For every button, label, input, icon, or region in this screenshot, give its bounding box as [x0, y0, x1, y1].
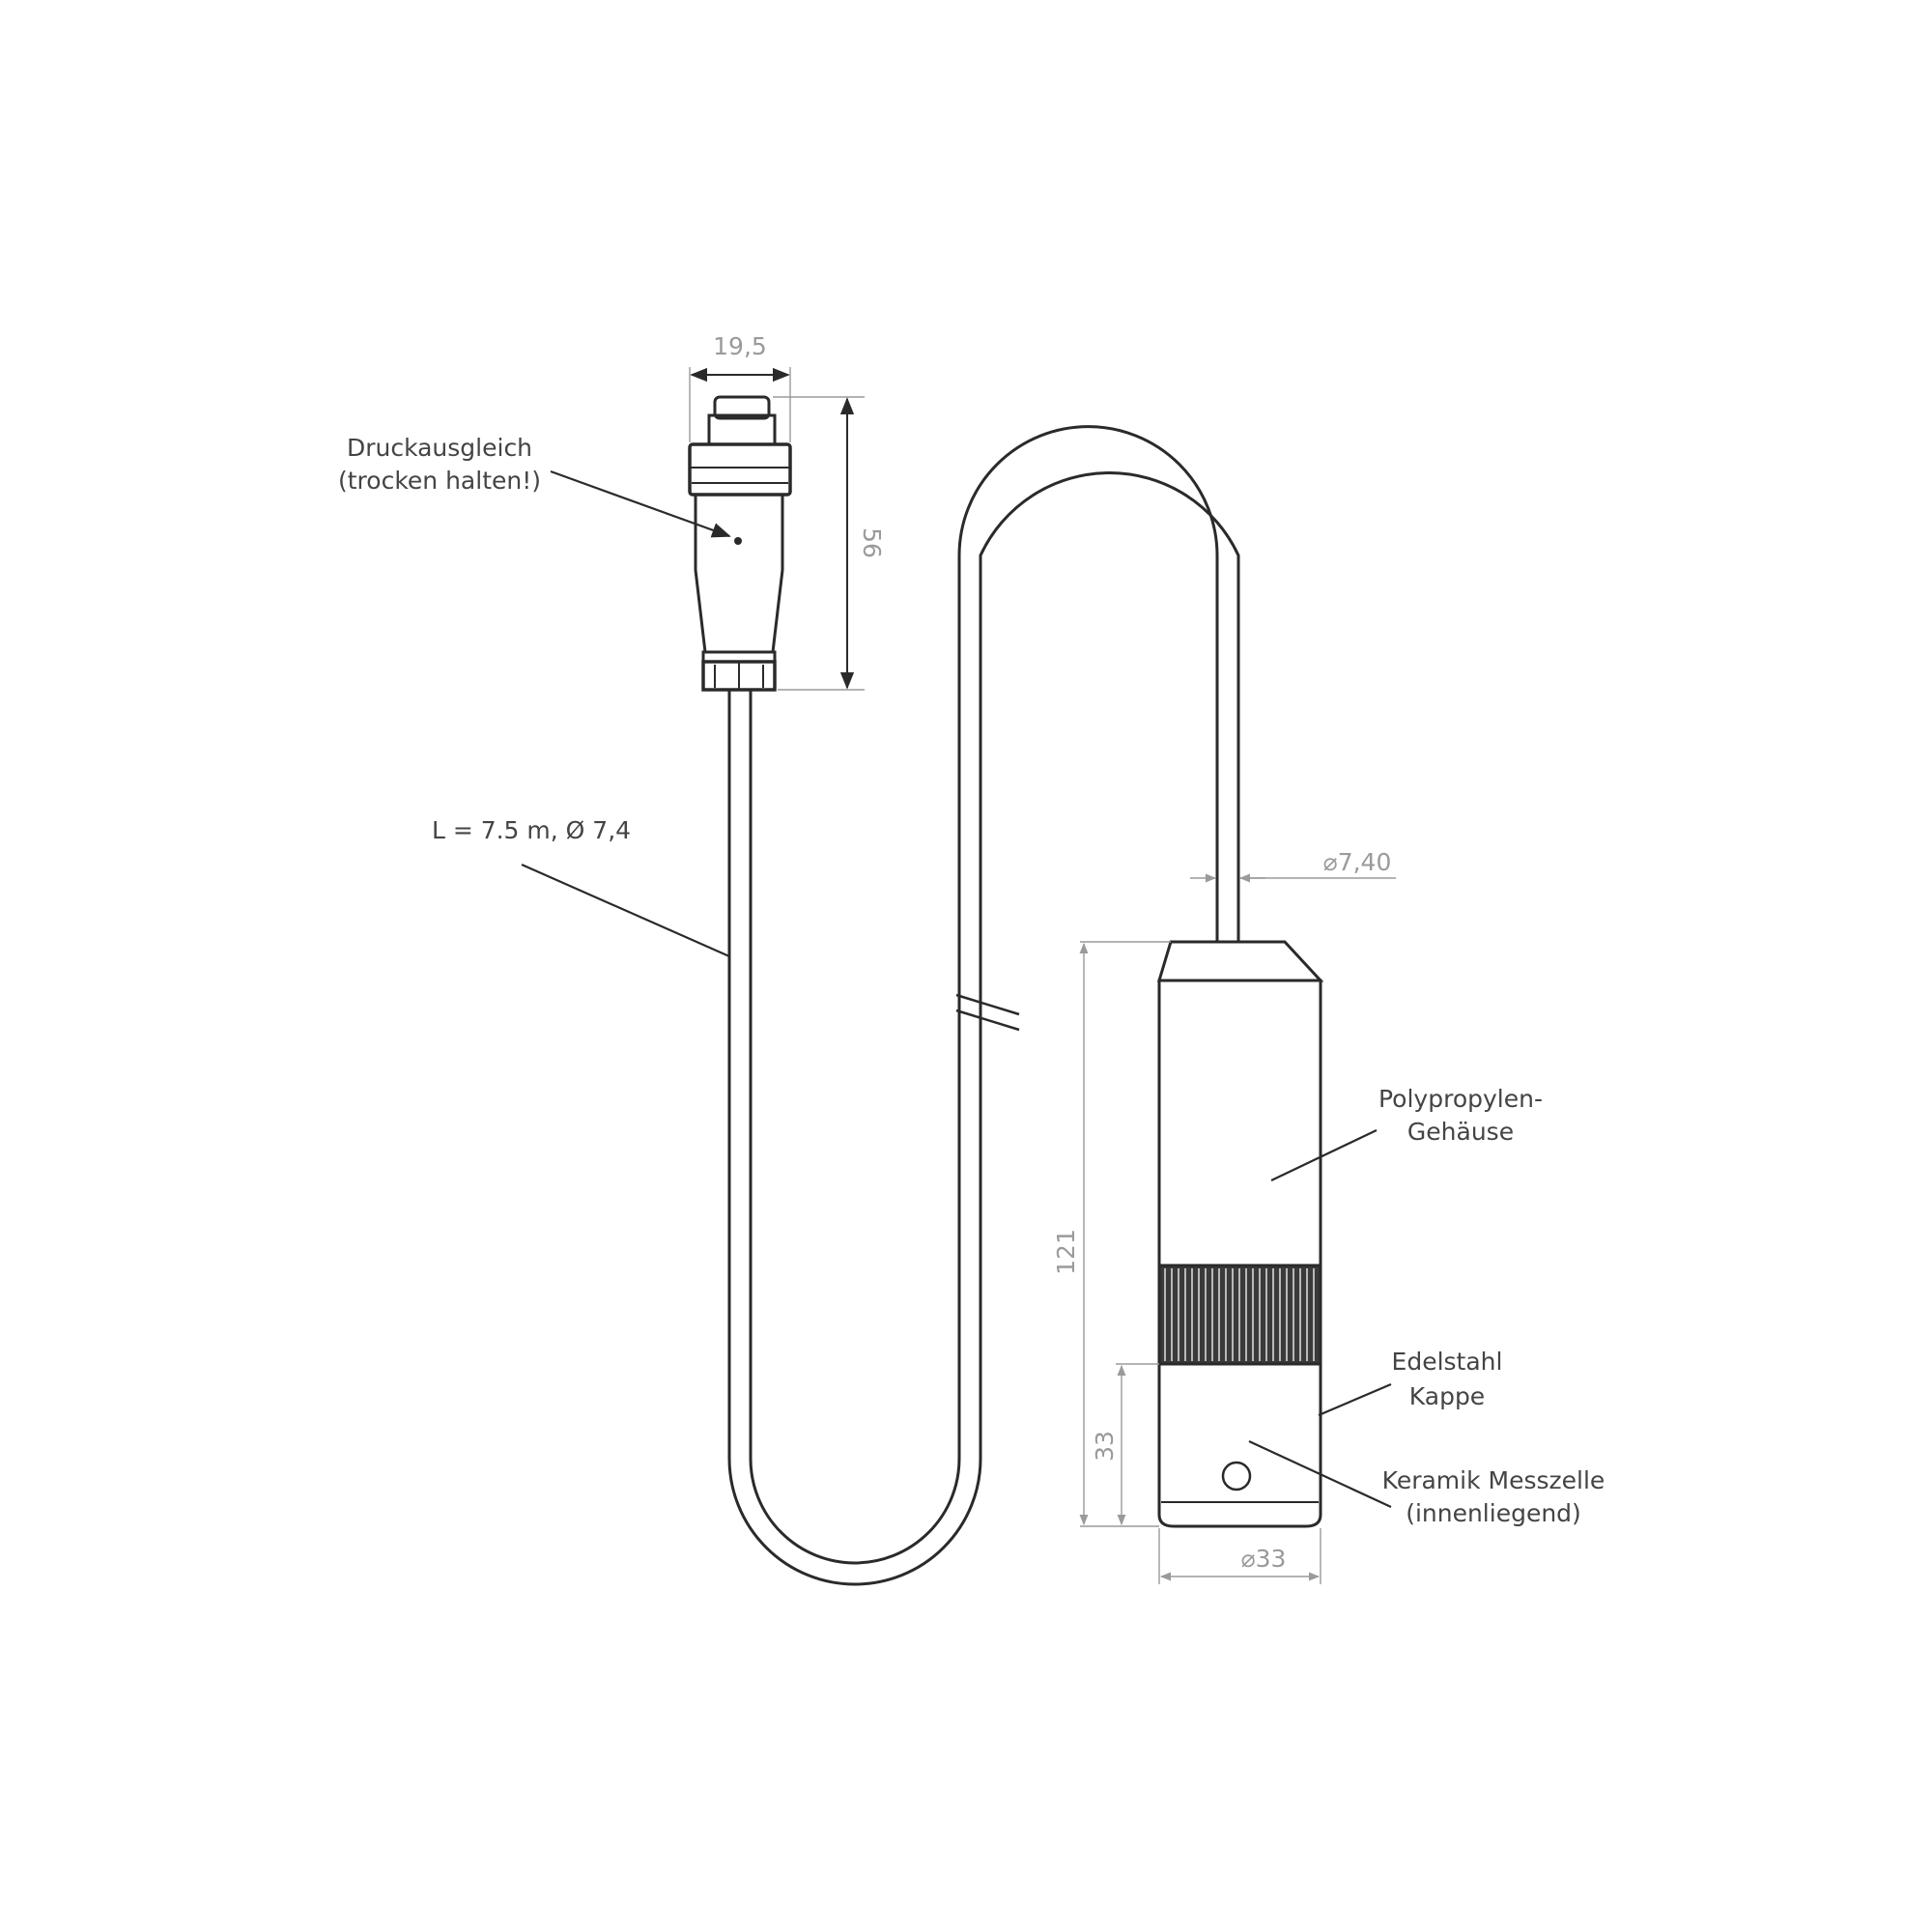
dimension-probe-diameter: ⌀33	[1158, 1528, 1321, 1584]
dim-probe-length: 121	[1052, 1229, 1080, 1275]
label-housing-line1: Polypropylen-	[1378, 1085, 1543, 1113]
dimension-cap-length: 33	[1091, 1363, 1159, 1526]
callout-housing: Polypropylen- Gehäuse	[1270, 1085, 1543, 1181]
probe	[1156, 940, 1324, 1528]
callout-pressure-compensation: Druckausgleich (trocken halten!)	[338, 434, 731, 538]
label-druckausgleich-line2: (trocken halten!)	[338, 467, 541, 495]
dimension-cable-diameter: ⌀7,40	[1190, 848, 1396, 883]
callout-cap: Edelstahl Kappe	[1318, 1348, 1503, 1417]
label-housing-line2: Gehäuse	[1407, 1118, 1514, 1146]
cable	[727, 425, 1240, 1586]
dimension-connector-height: 56	[773, 396, 886, 691]
label-cell-line1: Keramik Messzelle	[1382, 1466, 1605, 1494]
label-cable: L = 7.5 m, Ø 7,4	[432, 816, 631, 844]
label-cell-line2: (innenliegend)	[1406, 1499, 1581, 1527]
dim-connector-width: 19,5	[713, 332, 767, 360]
callout-cable: L = 7.5 m, Ø 7,4	[432, 816, 730, 958]
dim-probe-diameter: ⌀33	[1241, 1545, 1287, 1573]
label-cap-line2: Kappe	[1409, 1382, 1485, 1410]
dim-connector-height: 56	[858, 527, 886, 558]
dimension-probe-length: 121	[1052, 941, 1171, 1527]
cable-break-mark	[955, 993, 1020, 1016]
label-cap-line1: Edelstahl	[1392, 1348, 1503, 1376]
label-druckausgleich-line1: Druckausgleich	[347, 434, 532, 462]
dimension-connector-width: 19,5	[689, 332, 791, 442]
dim-cable-diameter: ⌀7,40	[1323, 848, 1392, 876]
measurement-cell-port	[1221, 1461, 1252, 1492]
knurl-pattern	[1164, 1268, 1315, 1361]
cable-break-mark	[955, 1009, 1020, 1032]
pressure-vent-dot	[734, 537, 742, 545]
callout-measurement-cell: Keramik Messzelle (innenliegend)	[1248, 1440, 1605, 1527]
dim-cap-length: 33	[1091, 1431, 1119, 1462]
connector	[688, 395, 792, 692]
